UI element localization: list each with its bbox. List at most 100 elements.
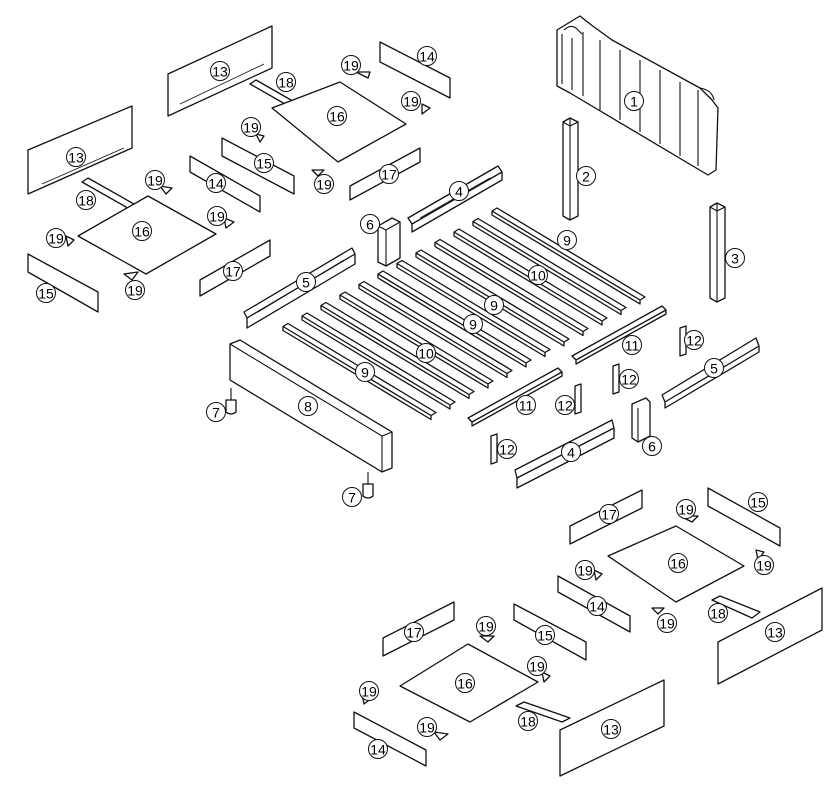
callout-number: 19 <box>678 502 694 518</box>
callout-number: 19 <box>209 209 225 225</box>
leg-12-c-part <box>574 383 582 415</box>
part-callout-19: 19 <box>125 280 145 300</box>
callout-number: 9 <box>469 317 477 333</box>
part-callout-15: 15 <box>254 153 274 173</box>
part-callout-17: 17 <box>379 164 399 184</box>
slat <box>396 259 551 358</box>
callout-number: 19 <box>48 231 64 247</box>
callout-number: 13 <box>767 625 783 641</box>
part-callout-5: 5 <box>296 272 316 292</box>
callout-circle <box>497 439 517 459</box>
callout-circle <box>379 164 399 184</box>
callout-number: 19 <box>147 173 163 189</box>
callout-number: 8 <box>304 399 312 415</box>
part-callout-9: 9 <box>463 314 483 334</box>
part-callout-19: 19 <box>676 499 696 519</box>
callout-circle <box>314 174 334 194</box>
part-callout-11: 11 <box>622 335 642 355</box>
part-callout-19: 19 <box>417 717 437 737</box>
part-callout-8: 8 <box>298 396 318 416</box>
part-callout-1: 1 <box>624 91 644 111</box>
part-callout-7: 7 <box>342 487 362 507</box>
part-callout-15: 15 <box>36 283 56 303</box>
callout-number: 12 <box>686 333 702 349</box>
callout-circle <box>748 492 768 512</box>
leg-12-a-part <box>679 325 687 357</box>
part-callout-19: 19 <box>145 170 165 190</box>
part-callout-18: 18 <box>708 603 728 623</box>
callout-number: 15 <box>38 286 54 302</box>
callout-circle <box>46 228 66 248</box>
callout-number: 12 <box>557 398 573 414</box>
part-callout-19: 19 <box>476 616 496 636</box>
part-callout-12: 12 <box>497 439 517 459</box>
callout-circle <box>518 711 538 731</box>
callout-circle <box>416 343 436 363</box>
slat <box>434 238 589 337</box>
callout-number: 17 <box>601 507 617 523</box>
callout-circle <box>355 362 375 382</box>
callout-circle <box>725 248 745 268</box>
leg-12-d-part <box>490 433 498 465</box>
callout-circle <box>557 230 577 250</box>
callout-circle <box>765 622 785 642</box>
callout-circle <box>587 596 607 616</box>
callout-number: 16 <box>670 556 686 572</box>
slat <box>472 217 627 316</box>
part-callout-6: 6 <box>642 436 662 456</box>
callout-circle <box>561 442 581 462</box>
part-callout-4: 4 <box>449 181 469 201</box>
part-callout-17: 17 <box>599 504 619 524</box>
callout-number: 7 <box>348 490 356 506</box>
part-callout-5: 5 <box>704 358 724 378</box>
part-callout-18: 18 <box>276 72 296 92</box>
drawer-d-parts <box>353 601 665 777</box>
callout-circle <box>619 369 639 389</box>
callout-number: 13 <box>212 64 228 80</box>
callout-circle <box>535 625 555 645</box>
callout-number: 19 <box>243 120 259 136</box>
callout-number: 3 <box>731 251 739 267</box>
part-callout-16: 16 <box>132 221 152 241</box>
part-callout-19: 19 <box>527 656 547 676</box>
callout-number: 18 <box>78 193 94 209</box>
part-callout-9: 9 <box>557 230 577 250</box>
callout-circle <box>455 673 475 693</box>
callout-circle <box>404 622 424 642</box>
callout-circle <box>528 265 548 285</box>
part-callout-13: 13 <box>765 622 785 642</box>
part-callout-14: 14 <box>587 596 607 616</box>
callout-circle <box>296 272 316 292</box>
part-callout-19: 19 <box>46 228 66 248</box>
callout-number: 15 <box>256 156 272 172</box>
callout-circle <box>360 214 380 234</box>
callout-number: 5 <box>302 275 310 291</box>
callout-circle <box>36 283 56 303</box>
part-callout-11: 11 <box>516 395 536 415</box>
callout-circle <box>601 719 621 739</box>
part-callout-13: 13 <box>66 147 86 167</box>
callout-circle <box>708 603 728 623</box>
callout-number: 18 <box>710 606 726 622</box>
callout-number: 13 <box>603 722 619 738</box>
bracket-6-bottom-part <box>631 397 651 443</box>
callout-circle <box>298 396 318 416</box>
part-callout-16: 16 <box>668 553 688 573</box>
part-callout-10: 10 <box>416 343 436 363</box>
part-callout-19: 19 <box>754 555 774 575</box>
callout-number: 15 <box>537 628 553 644</box>
callout-number: 19 <box>756 558 772 574</box>
part-callout-9: 9 <box>484 295 504 315</box>
callout-circle <box>132 221 152 241</box>
part-callout-2: 2 <box>576 166 596 186</box>
callout-circle <box>66 147 86 167</box>
callout-number: 14 <box>370 742 386 758</box>
callout-number: 14 <box>419 49 435 65</box>
callout-number: 19 <box>419 720 435 736</box>
callout-number: 17 <box>381 167 397 183</box>
part-callout-17: 17 <box>404 622 424 642</box>
foot-7-left-part <box>225 388 237 415</box>
callout-circle <box>754 555 774 575</box>
callout-number: 11 <box>519 398 534 414</box>
